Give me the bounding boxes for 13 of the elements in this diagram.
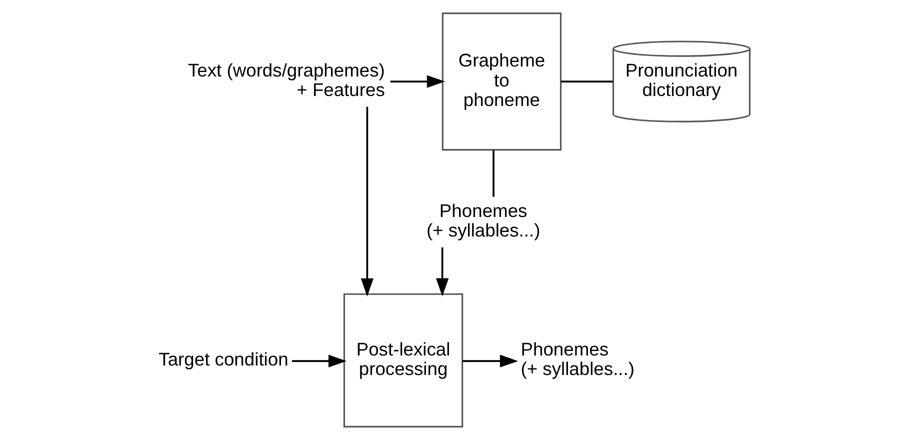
node-text: Text (words/graphemes) + Features	[188, 60, 385, 100]
connector	[561, 80, 613, 82]
arrow	[292, 354, 347, 368]
arrow	[390, 75, 446, 88]
node-text: Phonemes (+ syllables...)	[520, 338, 635, 380]
node-box: Grapheme to phoneme	[442, 12, 562, 151]
node-text: Phonemes (+ syllables...)	[426, 200, 540, 241]
node-box: Post-lexical processing	[343, 293, 464, 428]
connector	[492, 150, 494, 197]
arrow	[360, 106, 374, 296]
arrow	[462, 354, 518, 368]
node-text: Target condition	[158, 348, 288, 370]
arrow	[436, 247, 449, 296]
